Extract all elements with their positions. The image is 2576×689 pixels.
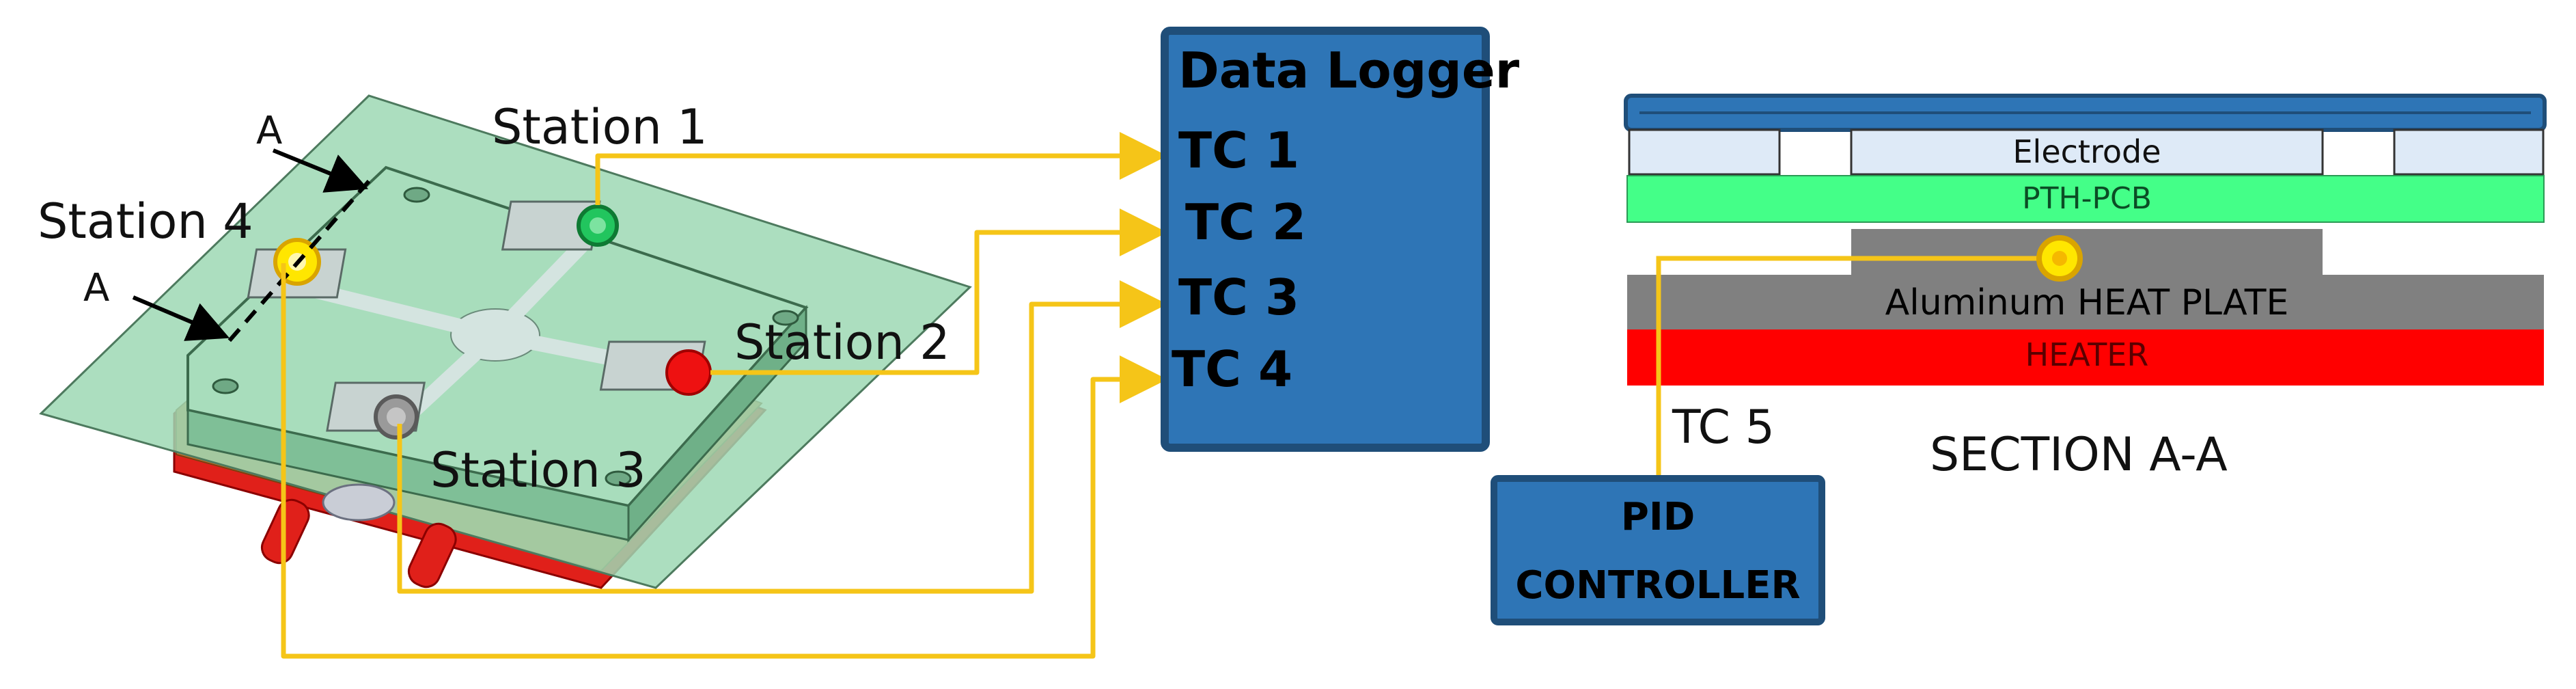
data-logger-title: Data Logger [1178, 42, 1520, 99]
station-4-label: Station 4 [38, 193, 253, 249]
pth-pcb-layer [1626, 175, 2545, 223]
thermocouple-wires [281, 132, 1167, 659]
mount-hole-4 [605, 470, 632, 487]
station-2-label: Station 2 [734, 314, 950, 370]
heat-plate-body [1627, 275, 2544, 329]
pcb-label: PTH-PCB [2022, 181, 2152, 216]
logger-channel-tc2: TC 2 [1185, 193, 1306, 251]
section-arrow-bottom [132, 295, 230, 341]
logger-channel-tc4: TC 4 [1172, 340, 1292, 398]
heat-plate-boss [1851, 229, 2323, 277]
section-a-a-view: Electrode PTH-PCB Aluminum HEAT PLATE HE… [1624, 94, 2547, 482]
mount-hole-3 [212, 378, 239, 394]
electrode-segment-center [1850, 129, 2324, 176]
pid-label-line1: PID [1621, 495, 1695, 539]
tc5-label: TC 5 [1672, 401, 1775, 455]
station-2-sensor-dot [665, 349, 712, 396]
wire-tc1 [595, 132, 1167, 205]
logger-channel-tc3: TC 3 [1178, 269, 1299, 326]
section-arrow-top [272, 148, 369, 193]
pipe-fitting [322, 483, 396, 522]
electrode-label: Electrode [2012, 133, 2161, 170]
heat-plate-label: Aluminum HEAT PLATE [1885, 282, 2289, 323]
tc5-sensor-center [2052, 251, 2067, 266]
mount-hole-1 [403, 187, 430, 203]
data-logger-box: Data Logger TC 1 TC 2 TC 3 TC 4 [1161, 27, 1520, 452]
wire-tc3 [397, 280, 1167, 594]
section-title: SECTION A-A [1930, 428, 2228, 482]
test-fixture-assembly [39, 94, 972, 589]
section-marker-top: A [256, 109, 282, 153]
logger-channel-tc1: TC 1 [1178, 122, 1299, 179]
wire-tc4 [281, 263, 1167, 659]
section-marker-bottom: A [83, 266, 109, 310]
station-3-sensor-center [387, 407, 406, 427]
heater-layer [1627, 329, 2544, 386]
station-1-label: Station 1 [492, 99, 708, 155]
section-cut-line [223, 180, 371, 347]
electrode-segment-left [1628, 129, 1781, 176]
pid-controller-box: PID CONTROLLER [1491, 475, 1825, 625]
wire-tc5 [1656, 256, 2060, 478]
electrode-segment-right [2393, 129, 2545, 176]
pipe-right [407, 522, 457, 589]
mount-hole-2 [772, 310, 799, 326]
wire-tc2 [710, 208, 1167, 375]
pid-label-line2: CONTROLLER [1515, 563, 1800, 608]
station-3-label: Station 3 [430, 442, 646, 498]
heater-label: HEATER [2025, 336, 2149, 373]
station-1-sensor-center [590, 217, 606, 234]
